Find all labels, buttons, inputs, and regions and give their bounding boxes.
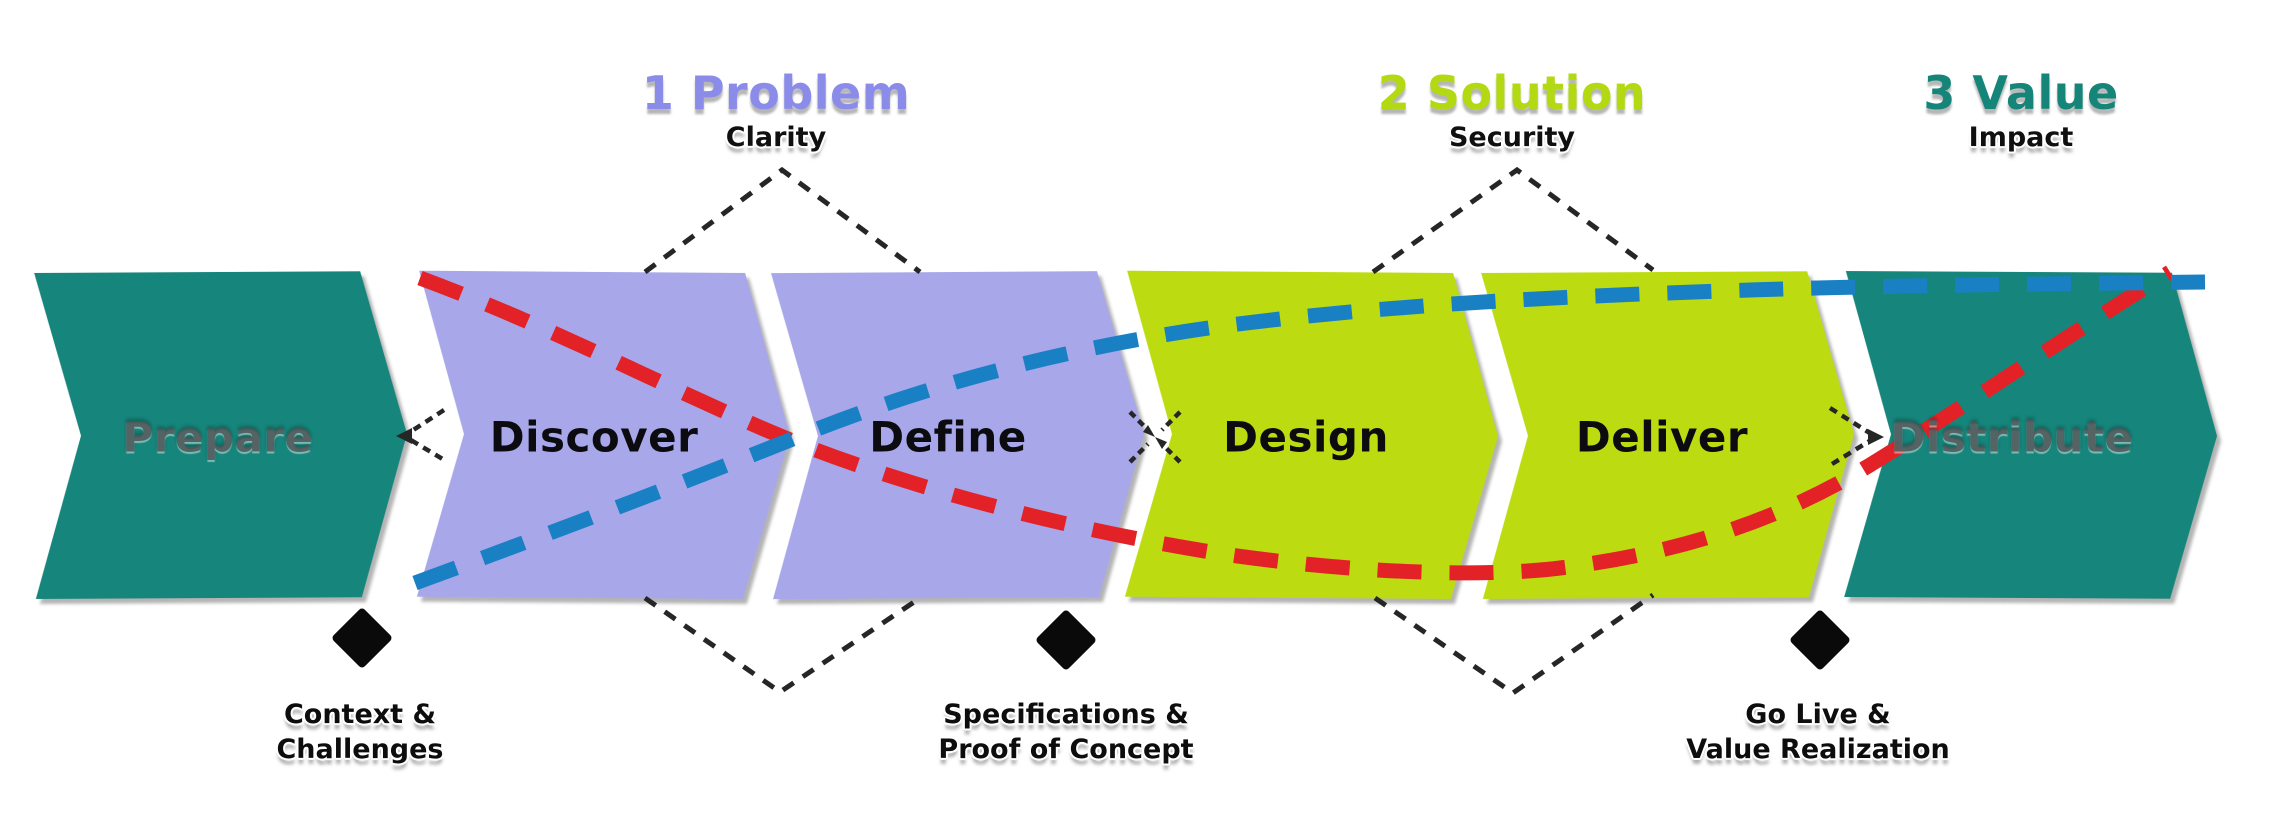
milestone-line: Challenges bbox=[276, 733, 444, 765]
forward-arrows-icon bbox=[1828, 406, 1884, 466]
stage-title-problem: 1 Problem bbox=[641, 66, 911, 120]
valley-connector-solution bbox=[1373, 592, 1655, 697]
phase-label-distribute: Distribute bbox=[1890, 412, 2134, 462]
milestone-context-challenges: Context & Challenges bbox=[276, 698, 443, 767]
valley-connector-problem bbox=[643, 595, 922, 696]
stage-subtitle-value: Impact bbox=[1968, 122, 2074, 153]
spread-arrows-icon bbox=[396, 408, 448, 463]
milestone-golive-value: Go Live & Value Realization bbox=[1686, 698, 1950, 767]
stage-group-problem: 1 Problem Clarity bbox=[642, 66, 910, 153]
red-dashed-curve bbox=[417, 265, 2174, 581]
bracket-connectors bbox=[643, 166, 1655, 697]
milestone-diamond-1 bbox=[332, 608, 392, 668]
chevron-discover bbox=[416, 270, 790, 599]
collapse-arrows-icon bbox=[1128, 410, 1182, 464]
gap-arrow-glyphs bbox=[396, 406, 1884, 466]
milestone-line: Context & bbox=[283, 699, 437, 730]
milestone-line: Go Live & bbox=[1745, 699, 1891, 730]
blue-dashed-curve bbox=[412, 274, 2206, 591]
milestone-diamonds bbox=[332, 608, 1850, 670]
milestone-specifications-poc: Specifications & Proof of Concept bbox=[938, 698, 1193, 767]
chevron-prepare bbox=[34, 271, 407, 599]
chevron-distribute bbox=[1844, 271, 2217, 599]
stage-title-value: 3 Value bbox=[1923, 66, 2119, 120]
peak-connector-solution bbox=[1371, 166, 1655, 275]
milestone-diamond-3 bbox=[1790, 610, 1850, 670]
phase-label-prepare: Prepare bbox=[122, 412, 314, 462]
peak-connector-problem bbox=[643, 166, 922, 275]
stage-subtitle-problem: Clarity bbox=[725, 122, 827, 153]
milestone-line: Value Realization bbox=[1686, 733, 1950, 765]
milestone-line: Proof of Concept bbox=[938, 733, 1194, 765]
chevron-row bbox=[34, 270, 2217, 600]
phase-label-design: Design bbox=[1223, 412, 1389, 462]
phase-label-deliver: Deliver bbox=[1575, 412, 1749, 462]
stage-title-solution: 2 Solution bbox=[1377, 66, 1647, 120]
phase-label-discover: Discover bbox=[489, 412, 699, 462]
stage-subtitle-solution: Security bbox=[1448, 122, 1576, 153]
phase-label-define: Define bbox=[869, 412, 1027, 462]
stage-group-value: 3 Value Impact bbox=[1923, 66, 2118, 153]
stage-group-solution: 2 Solution Security bbox=[1378, 66, 1646, 153]
milestone-line: Specifications & bbox=[943, 699, 1189, 730]
chevron-design bbox=[1124, 270, 1498, 599]
milestone-diamond-2 bbox=[1036, 610, 1096, 670]
